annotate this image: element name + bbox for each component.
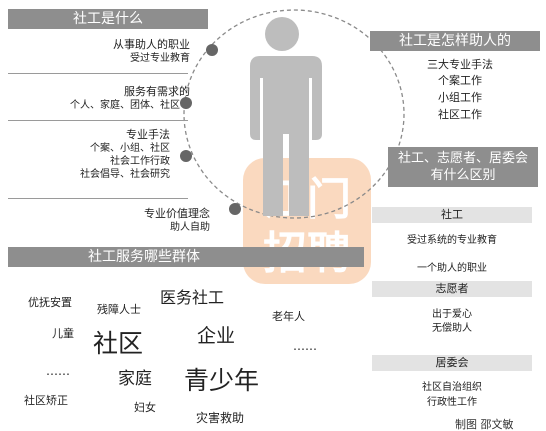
connector-dot [206, 44, 218, 56]
category-title: 专业价值理念 [144, 207, 210, 220]
word-cloud-item: 企业 [197, 325, 236, 347]
difference-line: 一个助人的职业 [417, 263, 487, 274]
word-cloud-item: 儿童 [52, 327, 74, 340]
divider [8, 73, 188, 74]
section-header-what-is: 社工是什么 [8, 9, 208, 29]
word-cloud-item: 医务社工 [160, 288, 225, 307]
difference-line: 无偿助人 [432, 323, 472, 334]
category-subtitle: 个案、小组、社区 [90, 143, 170, 154]
word-cloud-item: 优抚安置 [28, 296, 72, 309]
category-title: 服务有需求的 [124, 85, 190, 98]
category-methods: 专业手法 个案、小组、社区 社会工作行政 社会倡导、社会研究 [20, 127, 170, 181]
category-subtitle: 助人自助 [170, 222, 210, 233]
section-header-how-help: 社工是怎样助人的 [370, 31, 540, 51]
difference-line: 行政性工作 [427, 397, 477, 408]
connector-dot [229, 203, 241, 215]
category-profession: 从事助人的职业 受过专业教育 [20, 37, 190, 65]
category-service-targets: 服务有需求的 个人、家庭、团体、社区等 [20, 84, 190, 112]
connector-dot [180, 97, 192, 109]
word-cloud-item: 青少年 [184, 366, 260, 395]
section-header-difference: 社工、志愿者、居委会 有什么区别 [388, 147, 538, 187]
category-subtitle: 社会倡导、社会研究 [80, 169, 170, 180]
difference-header-line: 社工、志愿者、居委会 [397, 151, 528, 166]
how-help-line: 小组工作 [438, 91, 482, 104]
category-subtitle: 社会工作行政 [110, 156, 170, 167]
difference-line: 社区自治组织 [422, 382, 482, 393]
category-title: 专业手法 [126, 128, 170, 141]
word-cloud-item: 家庭 [118, 369, 152, 389]
how-help-line: 社区工作 [438, 108, 482, 121]
divider [8, 198, 188, 199]
difference-line: 出于爱心 [432, 309, 472, 320]
word-cloud-item: 社区矫正 [24, 394, 68, 407]
word-cloud-item: 灾害救助 [196, 411, 245, 425]
word-cloud-item: …… [46, 364, 70, 378]
how-help-line: 三大专业手法 [427, 58, 493, 71]
person-icon [250, 17, 322, 216]
divider [8, 120, 188, 121]
credit-text: 制图 邵文敏 [455, 418, 514, 431]
difference-label-social-worker: 社工 [372, 207, 532, 223]
difference-header-line: 有什么区别 [430, 168, 496, 183]
difference-line: 受过系统的专业教育 [407, 235, 497, 246]
category-title: 从事助人的职业 [113, 38, 190, 51]
category-subtitle: 个人、家庭、团体、社区等 [70, 100, 190, 111]
how-help-line: 个案工作 [438, 74, 482, 87]
word-cloud-item: 妇女 [134, 401, 156, 414]
word-cloud-item: 老年人 [272, 310, 305, 323]
section-header-groups-served: 社工服务哪些群体 [8, 247, 364, 267]
difference-label-residents-committee: 居委会 [372, 355, 532, 371]
category-values: 专业价值理念 助人自助 [20, 206, 210, 234]
person-diagram [183, 9, 405, 219]
word-cloud-item: 社区 [93, 329, 144, 358]
category-subtitle: 受过专业教育 [130, 53, 190, 64]
difference-label-volunteer: 志愿者 [372, 281, 532, 297]
word-cloud-item: …… [293, 339, 317, 353]
word-cloud-item: 残障人士 [97, 303, 141, 316]
connector-dot [180, 150, 192, 162]
